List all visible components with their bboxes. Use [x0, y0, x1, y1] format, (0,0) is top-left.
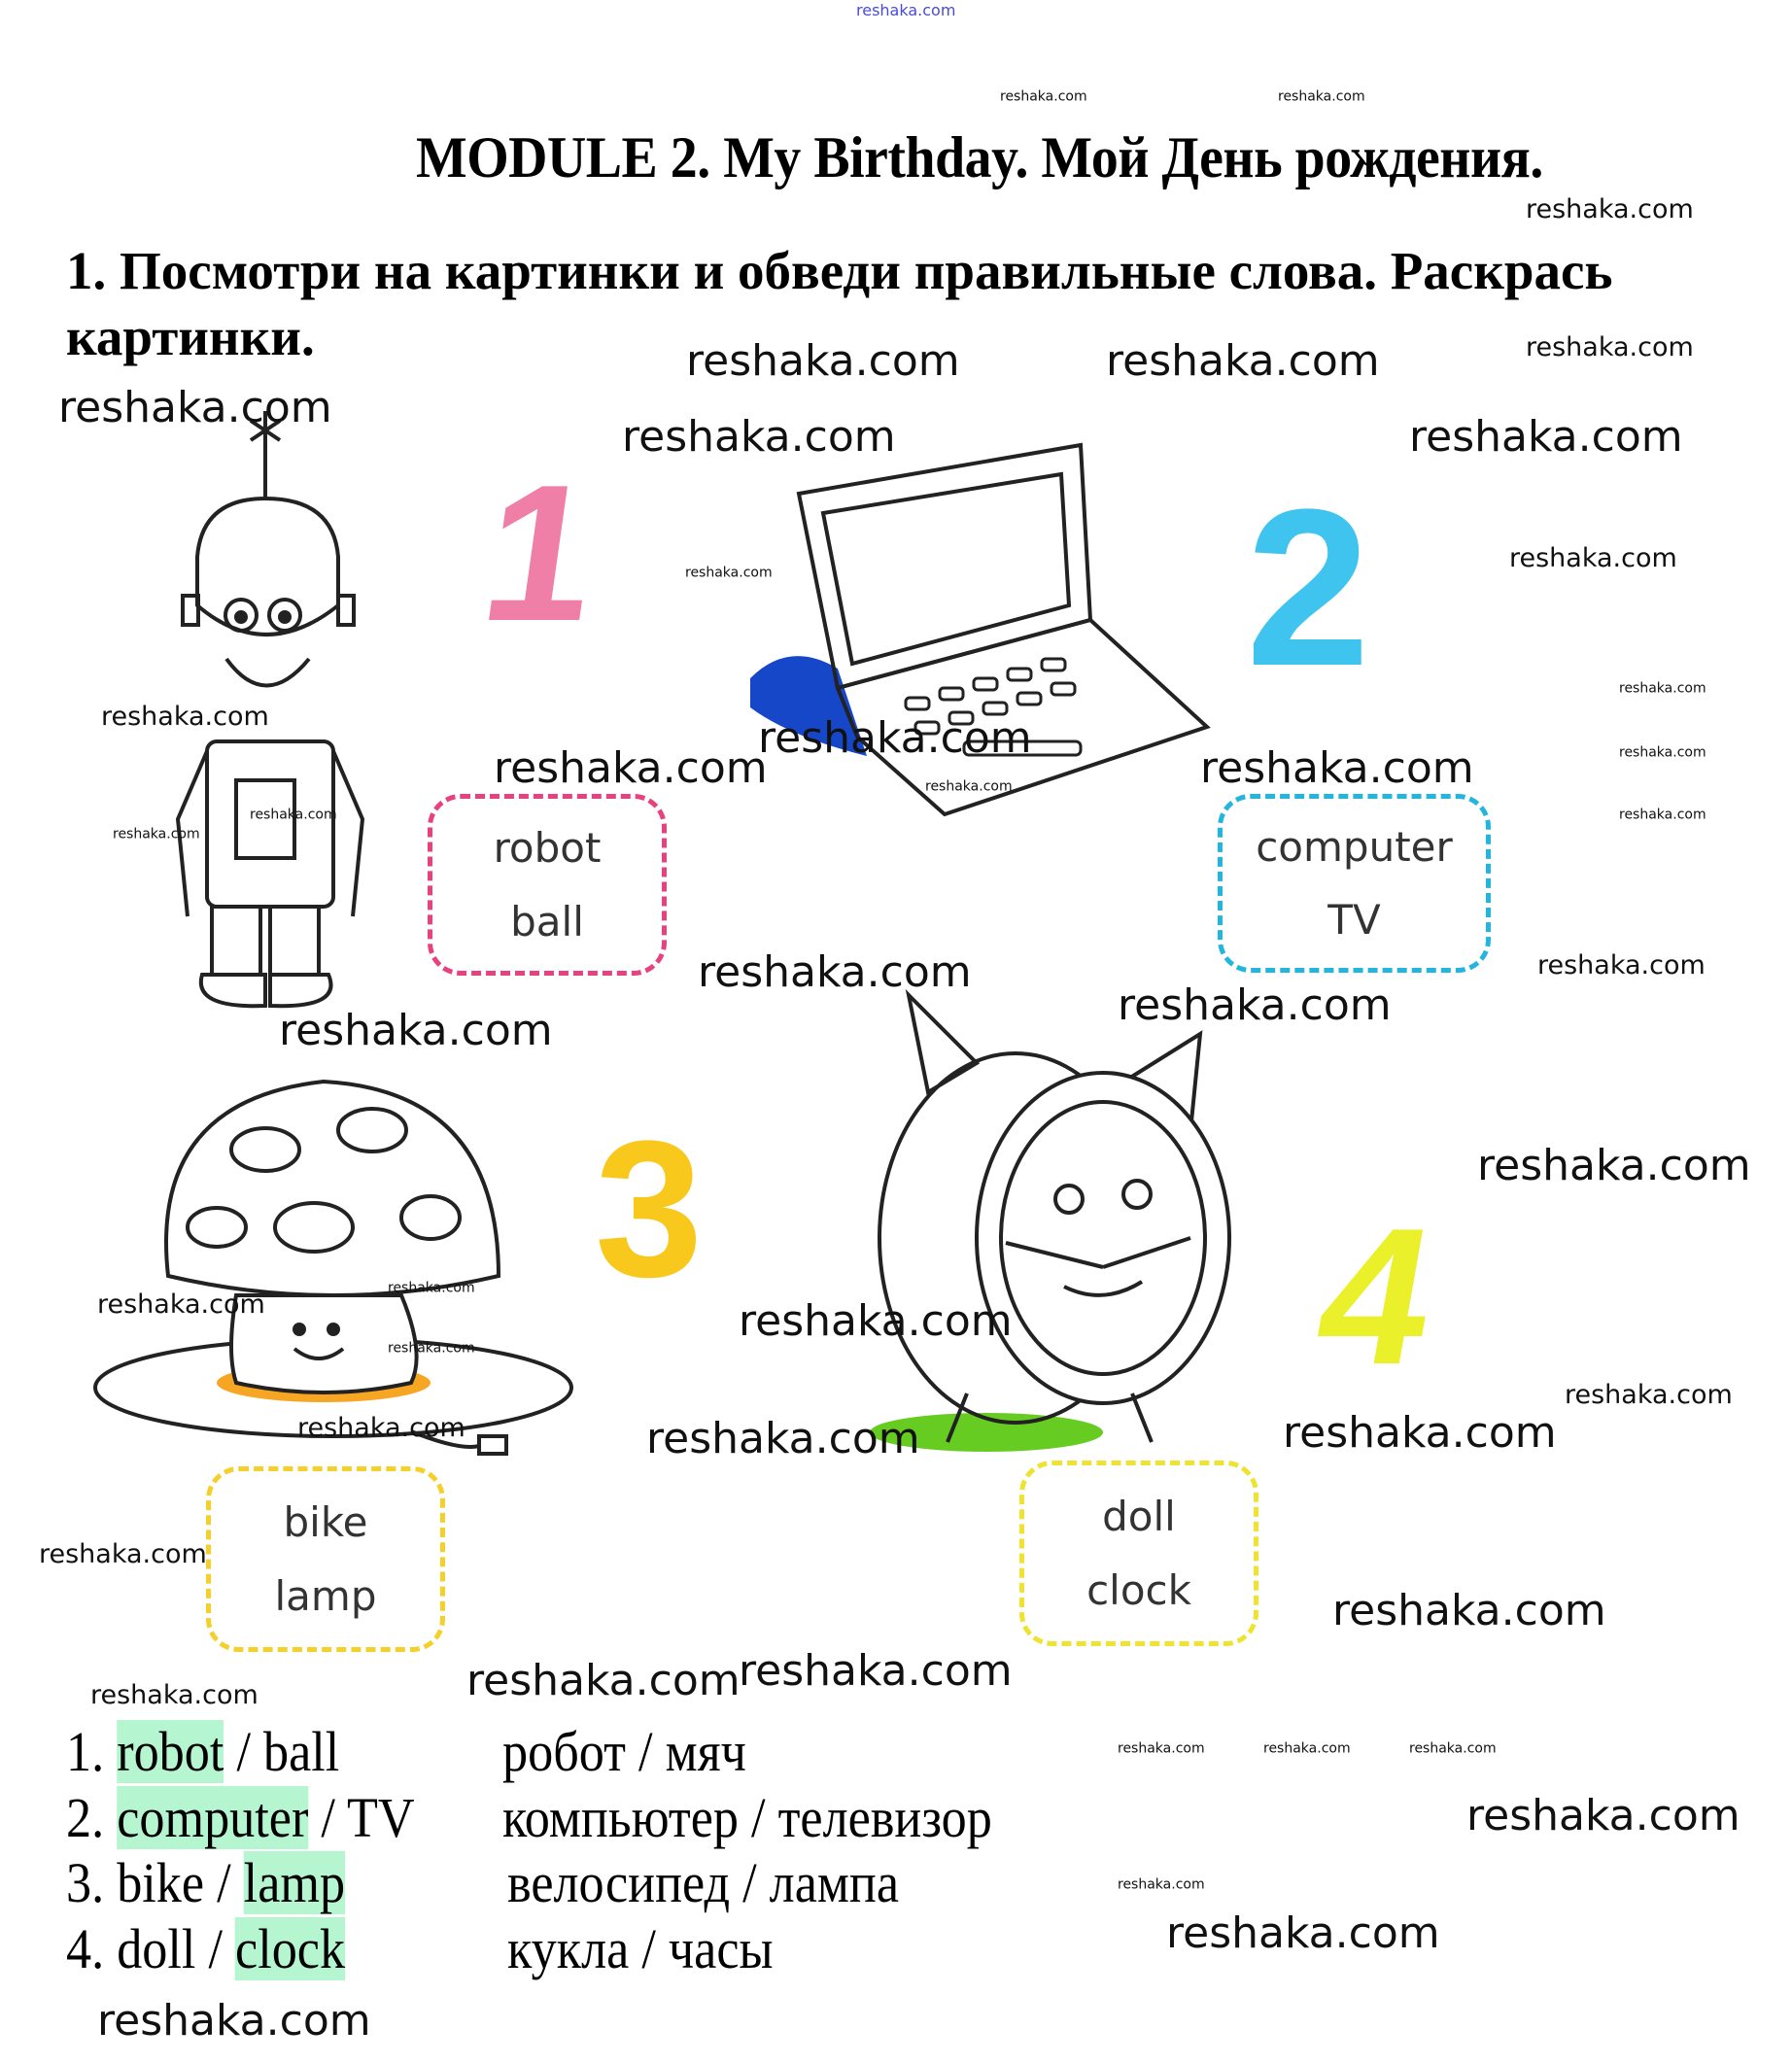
answer-number: 1. — [66, 1720, 105, 1783]
separator: / — [236, 1720, 251, 1783]
cat-clock-icon — [870, 988, 1231, 1452]
watermark-text: reshaka.com — [97, 1289, 265, 1321]
watermark-text: reshaka.com — [297, 1413, 465, 1444]
watermark-text: reshaka.com — [1283, 1407, 1557, 1458]
answer-word: ball — [263, 1720, 340, 1783]
answer-line-1: 1. robot / ball — [66, 1720, 339, 1784]
watermark-text: reshaka.com — [97, 1995, 371, 2046]
watermark-text: reshaka.com — [250, 807, 337, 823]
watermark-text: reshaka.com — [758, 712, 1032, 763]
watermark-text: reshaka.com — [1526, 194, 1694, 225]
translation-4: кукла / часы — [507, 1917, 774, 1980]
watermark-text: reshaka.com — [1000, 88, 1087, 105]
watermark-text: reshaka.com — [1619, 680, 1706, 697]
picture-number-4: 4 — [1302, 1188, 1449, 1405]
separator: / — [217, 1851, 231, 1914]
watermark-text: reshaka.com — [494, 742, 768, 793]
watermark-text: reshaka.com — [1118, 1740, 1205, 1757]
watermark-text: reshaka.com — [739, 1645, 1013, 1696]
answer-word-correct: robot — [117, 1720, 224, 1783]
laptop-computer-icon — [750, 442, 1211, 817]
watermark-text: reshaka.com — [698, 946, 972, 997]
answer-number: 3. — [66, 1851, 105, 1914]
answer-line-3: 3. bike / lamp — [66, 1851, 346, 1915]
watermark-text: reshaka.com — [39, 1539, 207, 1570]
watermark-text: reshaka.com — [1537, 950, 1706, 981]
watermark-text: reshaka.com — [1466, 1790, 1740, 1840]
word-choice-box-1: robot ball — [428, 794, 667, 976]
watermark-text: reshaka.com — [925, 778, 1013, 795]
watermark-text: reshaka.com — [1278, 88, 1365, 105]
watermark-text: reshaka.com — [1409, 411, 1683, 462]
watermark-text: reshaka.com — [1409, 1740, 1497, 1757]
watermark-text: reshaka.com — [1332, 1585, 1606, 1635]
watermark-text: reshaka.com — [685, 565, 773, 581]
answer-word-correct: computer — [117, 1786, 309, 1849]
watermark-text: reshaka.com — [1106, 335, 1380, 386]
answer-number: 4. — [66, 1917, 105, 1980]
robot-icon — [175, 411, 365, 1009]
watermark-text: reshaka.com — [1565, 1380, 1733, 1411]
word-choice-box-2: computer TV — [1218, 794, 1491, 973]
word-option[interactable]: doll — [1102, 1492, 1176, 1540]
word-option[interactable]: TV — [1327, 895, 1381, 944]
word-option[interactable]: computer — [1256, 823, 1453, 872]
watermark-text: reshaka.com — [1200, 742, 1474, 793]
translation-1: робот / мяч — [502, 1720, 746, 1783]
watermark-text: reshaka.com — [388, 1340, 475, 1357]
answer-word-correct: lamp — [243, 1851, 346, 1914]
watermark-text: reshaka.com — [279, 1005, 553, 1055]
watermark-text: reshaka.com — [388, 1280, 475, 1296]
word-option[interactable]: bike — [283, 1497, 368, 1546]
mushroom-lamp-icon — [93, 1079, 573, 1456]
watermark-text: reshaka.com — [1118, 1876, 1205, 1893]
watermark-text: reshaka.com — [1477, 1140, 1751, 1190]
answer-line-2: 2. computer / TV — [66, 1786, 415, 1850]
watermark-text: reshaka.com — [622, 411, 896, 462]
word-option[interactable]: robot — [493, 824, 602, 873]
picture-number-2: 2 — [1246, 463, 1370, 712]
word-choice-box-4: doll clock — [1019, 1461, 1258, 1646]
watermark-text: reshaka.com — [1526, 332, 1694, 363]
answer-word-correct: clock — [235, 1917, 346, 1980]
translation-3: велосипед / лампа — [507, 1851, 900, 1914]
task-instruction: 1. Посмотри на картинки и обведи правиль… — [66, 241, 1613, 366]
word-option[interactable]: lamp — [274, 1572, 377, 1621]
watermark-text: reshaka.com — [90, 1680, 258, 1711]
separator: / — [208, 1917, 223, 1980]
answer-word: bike — [117, 1851, 205, 1914]
picture-number-1: 1 — [470, 445, 609, 662]
watermark-text: reshaka.com — [1619, 744, 1706, 761]
answer-word: doll — [117, 1917, 196, 1980]
separator: / — [321, 1786, 335, 1849]
watermark-text: reshaka.com — [856, 1, 956, 20]
watermark-text: reshaka.com — [1166, 1908, 1440, 1958]
watermark-text: reshaka.com — [58, 382, 332, 432]
answer-word: TV — [346, 1786, 415, 1849]
word-option[interactable]: clock — [1086, 1566, 1191, 1615]
translation-2: компьютер / телевизор — [502, 1786, 992, 1849]
watermark-text: reshaka.com — [1509, 543, 1677, 574]
word-choice-box-3: bike lamp — [206, 1466, 445, 1652]
watermark-text: reshaka.com — [686, 335, 960, 386]
picture-number-3: 3 — [595, 1101, 704, 1318]
watermark-text: reshaka.com — [1118, 980, 1392, 1030]
watermark-text: reshaka.com — [466, 1655, 741, 1705]
watermark-text: reshaka.com — [646, 1413, 920, 1463]
answer-number: 2. — [66, 1786, 105, 1849]
watermark-text: reshaka.com — [739, 1295, 1013, 1346]
answer-line-4: 4. doll / clock — [66, 1917, 346, 1981]
watermark-text: reshaka.com — [101, 702, 269, 733]
watermark-text: reshaka.com — [1263, 1740, 1351, 1757]
watermark-text: reshaka.com — [113, 826, 200, 842]
page-title: MODULE 2. My Birthday. Мой День рождения… — [416, 125, 1543, 189]
word-option[interactable]: ball — [510, 897, 584, 946]
watermark-text: reshaka.com — [1619, 807, 1706, 823]
